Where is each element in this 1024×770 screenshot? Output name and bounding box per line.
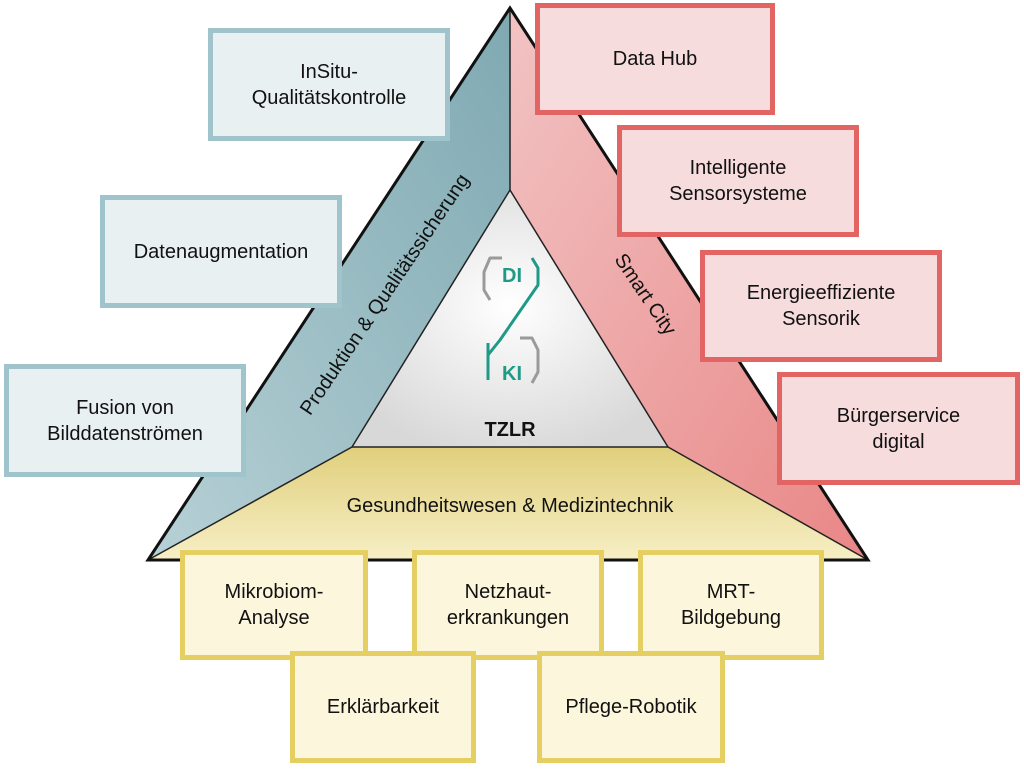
box-data-hub: Data Hub	[535, 3, 775, 115]
box-datenaugmentation: Datenaugmentation	[100, 195, 342, 308]
box-erklaerbarkeit: Erklärbarkeit	[290, 651, 476, 763]
logo-top-text: DI	[502, 265, 522, 287]
box-mrt-bildgebung: MRT- Bildgebung	[638, 550, 824, 660]
bottom-side-label: Gesundheitswesen & Medizintechnik	[347, 495, 675, 517]
bottom-face	[148, 447, 868, 560]
box-buergerservice-digital: Bürgerservice digital	[777, 372, 1020, 485]
box-netzhauterkrankungen: Netzhaut- erkrankungen	[412, 550, 604, 660]
dki-logo-icon: DI KI	[482, 256, 540, 385]
box-pflege-robotik: Pflege-Robotik	[537, 651, 725, 763]
box-mikrobiom-analyse: Mikrobiom- Analyse	[180, 550, 368, 660]
logo-bottom-text: KI	[502, 363, 522, 385]
box-insitu-qualitaetskontrolle: InSitu- Qualitätskontrolle	[208, 28, 450, 141]
box-fusion-bilddatenstroeme: Fusion von Bilddatenströmen	[4, 364, 246, 477]
box-intelligente-sensorsysteme: Intelligente Sensorsysteme	[617, 125, 859, 237]
center-label: TZLR	[484, 419, 536, 441]
center-face	[352, 190, 668, 447]
box-energieeffiziente-sensorik: Energieeffiziente Sensorik	[700, 250, 942, 362]
